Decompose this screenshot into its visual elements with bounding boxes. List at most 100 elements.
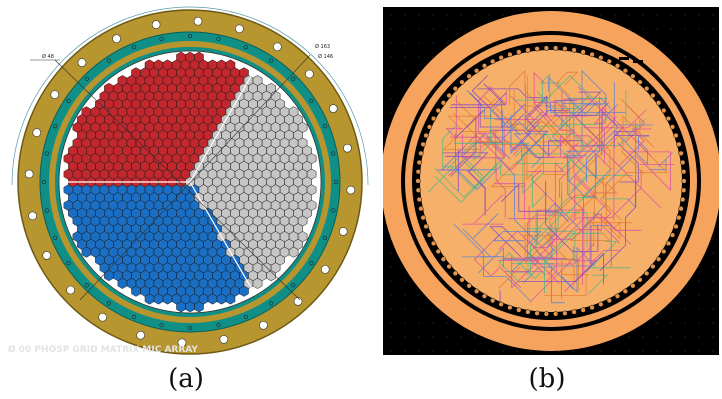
- grid-dot: [698, 350, 700, 352]
- pad: [606, 58, 612, 65]
- hex-tube: [131, 285, 141, 297]
- bolt-hole: [28, 211, 37, 221]
- pad: [571, 309, 577, 315]
- ring-hole: [132, 314, 137, 319]
- hex-tube: [266, 270, 276, 282]
- trace: [513, 133, 545, 168]
- grid-dot: [418, 308, 420, 310]
- pad: [606, 297, 612, 304]
- trace: [602, 106, 652, 157]
- trace: [499, 252, 543, 283]
- ring-hole: [269, 301, 274, 306]
- bolt-hole: [24, 169, 34, 179]
- grid-dot: [628, 14, 630, 16]
- trace: [540, 232, 559, 255]
- grid-dot: [390, 308, 392, 310]
- dimension-lines: [11, 6, 369, 301]
- routing-diagram-svg: [383, 11, 719, 352]
- pad: [637, 79, 643, 85]
- pad: [681, 187, 687, 193]
- grid-dot: [600, 14, 602, 16]
- pad: [466, 283, 472, 289]
- grid-dot: [656, 14, 658, 16]
- pad: [598, 301, 604, 307]
- trace: [588, 274, 609, 295]
- trace: [545, 181, 599, 252]
- ring-hole: [44, 208, 49, 213]
- grid-dot: [600, 350, 602, 352]
- trace: [514, 73, 561, 101]
- grid-dot: [390, 98, 392, 100]
- ring-hole: [187, 325, 193, 331]
- trace: [559, 95, 609, 125]
- trace: [462, 194, 504, 225]
- grid-dot: [698, 266, 700, 268]
- grid-dot: [460, 350, 462, 352]
- grid-dot: [390, 56, 392, 58]
- hex-tube: [153, 293, 164, 305]
- trace: [427, 125, 457, 193]
- bolt-hole: [32, 128, 42, 137]
- pad: [481, 293, 488, 299]
- grid-dot: [670, 350, 672, 352]
- bolt-hole: [98, 312, 107, 322]
- grid-dot: [712, 294, 714, 296]
- trace: [526, 162, 565, 231]
- grid-dot: [502, 14, 504, 16]
- dimension-label: Ø 146: [318, 53, 333, 60]
- trace: [546, 130, 610, 168]
- ring-hole: [269, 58, 274, 63]
- trace: [434, 161, 484, 203]
- trace: [445, 95, 463, 140]
- pad: [543, 45, 550, 51]
- ring-hole: [322, 235, 327, 240]
- watermark-text: Ø 00 PHOSP GRID MATRIX MIC ARRAY: [8, 344, 198, 355]
- grid-dot: [712, 252, 714, 254]
- ring-hole: [331, 208, 336, 213]
- ring-hole: [106, 58, 111, 63]
- sector-divider: [189, 70, 255, 183]
- bolt-holes: [24, 16, 356, 348]
- grid-dot: [642, 28, 644, 30]
- pad: [655, 256, 662, 262]
- grid-dot: [390, 252, 392, 254]
- ring-hole: [243, 314, 248, 319]
- trace: [541, 99, 575, 133]
- trace: [618, 128, 652, 167]
- grid-dot: [684, 56, 686, 58]
- pad: [534, 46, 540, 52]
- trace: [613, 131, 650, 148]
- trace: [523, 266, 565, 304]
- grid-dot: [418, 42, 420, 44]
- grid-dot: [432, 56, 434, 58]
- pad: [420, 215, 426, 221]
- grid-dot: [698, 70, 700, 72]
- grid-dot: [628, 350, 630, 352]
- grid-dot: [418, 322, 420, 324]
- hex-tube: [239, 285, 249, 297]
- trace: [542, 75, 597, 105]
- trace: [522, 235, 575, 287]
- trace: [533, 71, 568, 114]
- grid-dot: [488, 14, 490, 16]
- grid-dot: [404, 84, 406, 86]
- hex-tube: [176, 301, 186, 313]
- trace: [544, 232, 603, 294]
- grid-dot: [656, 322, 658, 324]
- grid-dot: [628, 336, 630, 338]
- trace: [522, 153, 582, 195]
- grid-dot: [684, 70, 686, 72]
- grid-dot: [404, 294, 406, 296]
- hex-tube: [117, 277, 128, 289]
- ring-hole: [333, 179, 339, 185]
- pad: [630, 283, 636, 289]
- grid-dot: [684, 294, 686, 296]
- trace: [502, 258, 576, 290]
- trace: [566, 155, 583, 285]
- grid-dot: [404, 322, 406, 324]
- trace: [466, 90, 518, 119]
- grid-dot: [656, 336, 658, 338]
- trace: [586, 110, 619, 183]
- grid-dot: [418, 336, 420, 338]
